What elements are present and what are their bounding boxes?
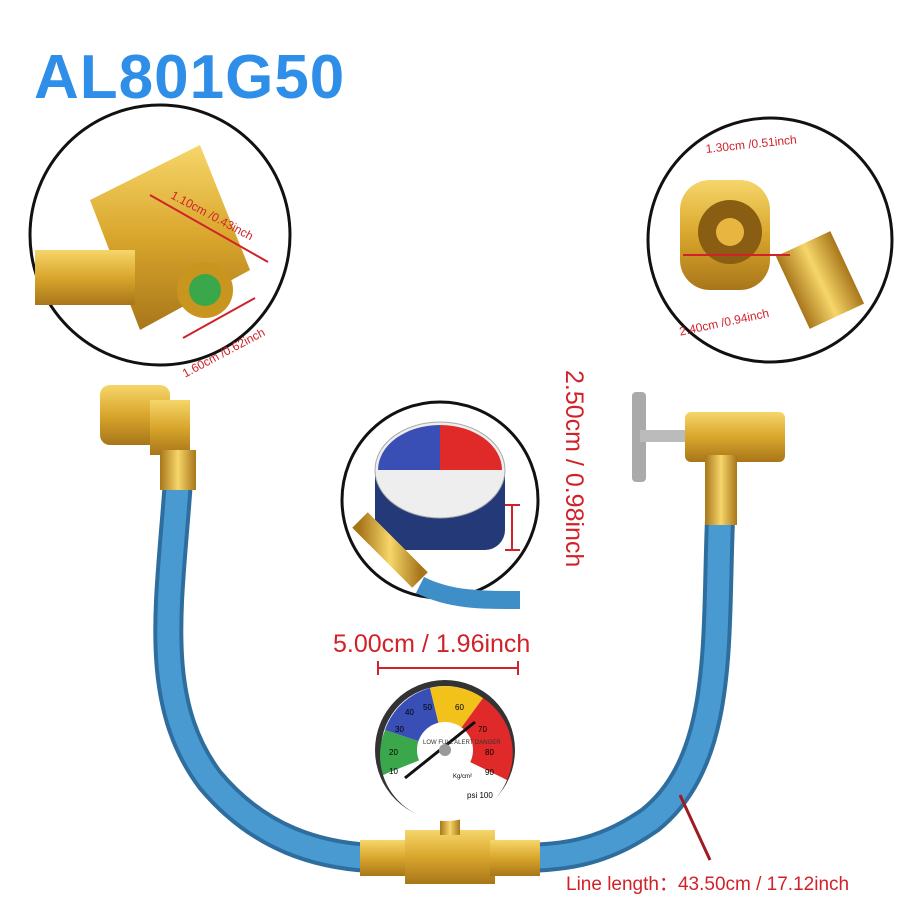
dimension-gauge-depth: 2.50cm / 0.98inch (560, 370, 588, 568)
hose-left (153, 479, 372, 873)
svg-text:10: 10 (389, 767, 398, 776)
svg-text:Kg/cm²: Kg/cm² (453, 774, 472, 780)
dimension-gauge-diameter: 5.00cm / 1.96inch (333, 630, 531, 658)
hose-right (509, 519, 735, 873)
product-model-title: AL801G50 (34, 43, 346, 112)
svg-text:psi 100: psi 100 (467, 791, 493, 800)
inset-right-coupler (646, 116, 894, 364)
pressure-gauge: 50 60 70 80 90 30 20 10 40 Kg/cm² psi 100 LO… (375, 680, 515, 822)
line-length-pointer (678, 794, 712, 861)
svg-text:30: 30 (395, 725, 404, 734)
svg-text:60: 60 (455, 703, 464, 712)
left-quick-coupler (100, 385, 196, 490)
svg-text:50: 50 (423, 703, 432, 712)
svg-text:LOW FULL ALERT DANGER: LOW FULL ALERT DANGER (423, 740, 501, 746)
svg-text:70: 70 (478, 725, 487, 734)
svg-text:90: 90 (485, 768, 494, 777)
right-tap-valve (632, 392, 785, 525)
dimension-line-length: Line length：43.50cm / 17.12inch (566, 874, 850, 895)
svg-text:80: 80 (485, 748, 494, 757)
inset-left-fitting (28, 103, 292, 367)
svg-text:40: 40 (405, 708, 414, 717)
svg-text:20: 20 (389, 748, 398, 757)
inset-gauge-side (340, 400, 540, 609)
